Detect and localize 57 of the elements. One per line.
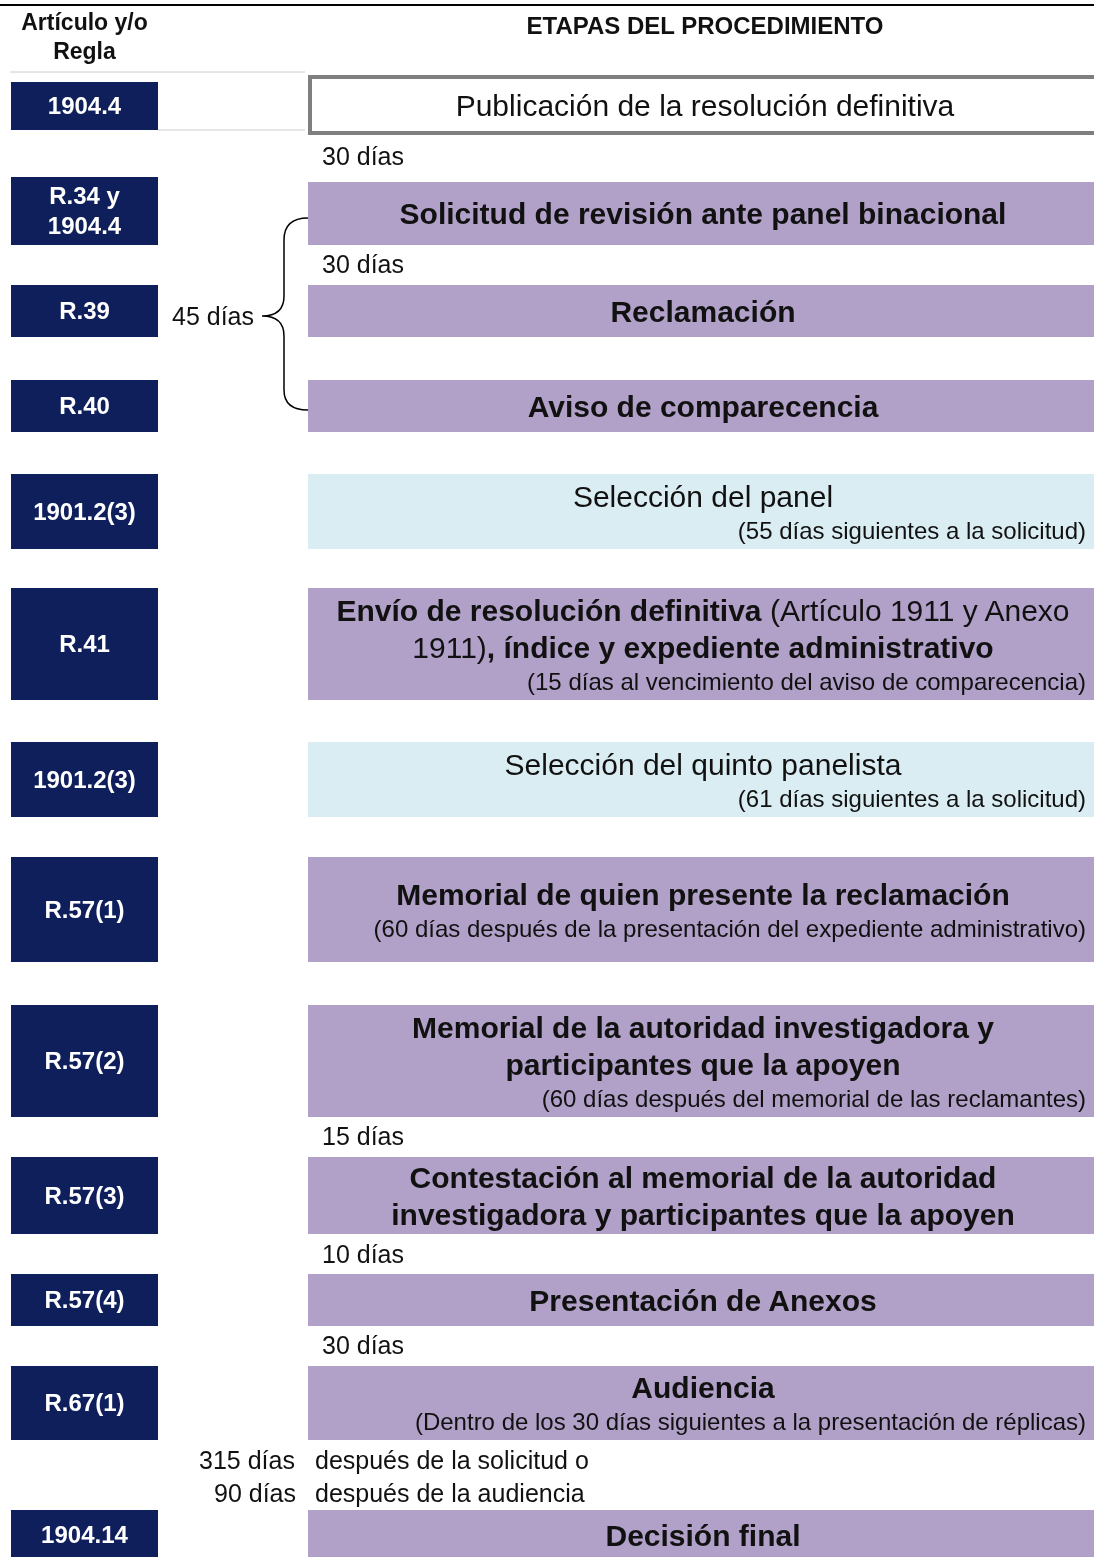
rule-number-box: R.57(3): [11, 1157, 158, 1234]
rule-number-box: 1901.2(3): [11, 474, 158, 549]
stage-box: [308, 380, 1094, 432]
rule-number-box: R.57(2): [11, 1005, 158, 1117]
stage-title: Reclamación: [609, 293, 797, 330]
rule-number-box: R.57(4): [11, 1274, 158, 1326]
stage-title: Publicación de la resolución definitiva: [454, 87, 956, 124]
stage-note: (55 días siguientes a la solicitud): [736, 515, 1086, 546]
stage-title: Selección del quinto panelista: [503, 746, 903, 783]
duration-label: 45 días: [172, 302, 254, 331]
stage-box: [308, 474, 1094, 549]
rule-number-box: R.67(1): [11, 1366, 158, 1440]
stage-box: [308, 857, 1094, 962]
stage-note: (60 días después de la presentación del expediente administrativo): [372, 913, 1086, 944]
rule-number-box: 1901.2(3): [11, 742, 158, 817]
stage-title: Memorial de quien presente la reclamación: [395, 876, 1011, 913]
stage-title: Audiencia: [630, 1370, 776, 1406]
duration-label: 30 días: [322, 142, 404, 171]
stage-box: [308, 1366, 1094, 1440]
duration-label: 30 días: [322, 1331, 404, 1360]
duration-label: después de la solicitud o: [315, 1446, 589, 1475]
stage-title: Solicitud de revisión ante panel binacional: [398, 196, 1008, 232]
duration-label: 10 días: [322, 1240, 404, 1269]
duration-label: 315 días: [199, 1446, 295, 1475]
column-header: Artículo y/o Regla: [20, 8, 149, 66]
stage-title: Presentación de Anexos: [528, 1282, 878, 1319]
stage-box: [308, 1005, 1094, 1117]
duration-label: 30 días: [322, 250, 404, 279]
stage-title: Decisión final: [604, 1517, 802, 1554]
stage-title: Envío de resolución definitiva (Artículo 1911 y Anexo 1911), índice y expediente administrativo: [335, 592, 1071, 666]
stage-box: [308, 1510, 1094, 1557]
stage-box: [308, 1274, 1094, 1326]
stage-box: [308, 1157, 1094, 1234]
rule-number-box: R.34 y 1904.4: [11, 177, 158, 245]
stage-note: (15 días al vencimiento del aviso de comparecencia): [526, 666, 1086, 697]
stage-title: Aviso de comparecencia: [526, 388, 880, 425]
stage-note: (60 días después del memorial de las reclamantes): [540, 1083, 1086, 1114]
stage-box: [308, 182, 1094, 245]
stage-title: Memorial de la autoridad investigadora y participantes que la apoyen: [411, 1009, 995, 1083]
stage-box: [308, 588, 1094, 700]
rule-number-box: R.39: [11, 285, 158, 337]
duration-label: 15 días: [322, 1122, 404, 1151]
duration-label: 90 días: [214, 1479, 296, 1508]
stage-title: Selección del panel: [571, 478, 835, 515]
rule-number-box: R.41: [11, 588, 158, 700]
stage-note: (61 días siguientes a la solicitud): [736, 783, 1086, 814]
duration-label: después de la audiencia: [315, 1479, 585, 1508]
stage-box: [308, 285, 1094, 337]
stage-note: (Dentro de los 30 días siguientes a la presentación de réplicas): [413, 1407, 1086, 1437]
column-header: ETAPAS DEL PROCEDIMIENTO: [525, 12, 885, 40]
rule-number-box: R.57(1): [11, 857, 158, 962]
stage-title: Contestación al memorial de la autoridad investigadora y participantes que la apoyen: [390, 1159, 1016, 1233]
stage-box: [308, 75, 1094, 135]
rule-number-box: R.40: [11, 380, 158, 432]
stage-box: [308, 742, 1094, 817]
rule-number-box: 1904.14: [11, 1510, 158, 1557]
rule-number-box: 1904.4: [11, 82, 158, 130]
